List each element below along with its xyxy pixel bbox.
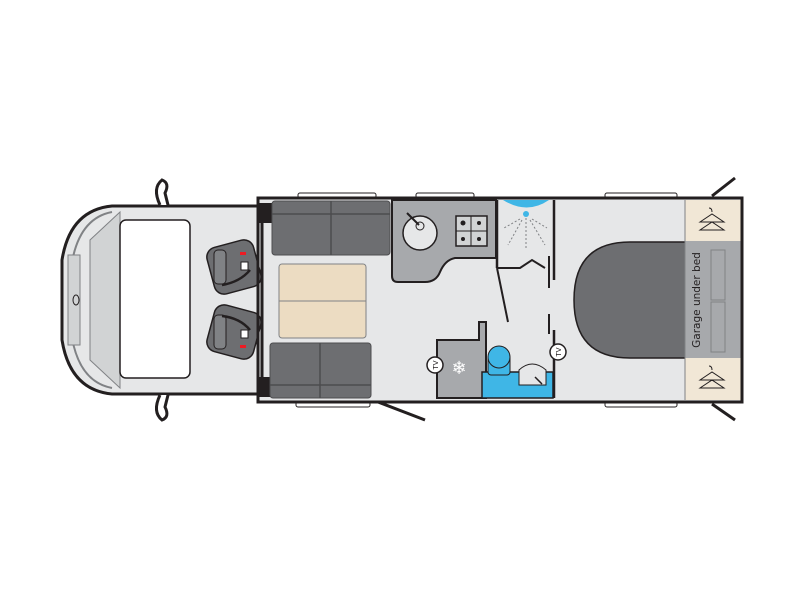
dashboard	[89, 210, 121, 390]
bench-top	[271, 200, 391, 256]
island-bed	[573, 241, 691, 359]
hanger-icon	[698, 365, 726, 389]
snowflake-icon: ❄	[451, 358, 466, 379]
washbasin-icon	[518, 363, 547, 386]
mirror-top	[155, 178, 170, 206]
outer-wall	[256, 196, 744, 404]
wardrobe-top	[685, 200, 741, 241]
bench-bottom	[269, 342, 372, 399]
fridge	[436, 321, 487, 399]
tv-point-washroom: TV	[549, 343, 567, 361]
cab-seat-passenger	[206, 304, 262, 360]
badge	[72, 294, 80, 306]
tv-label: TV	[555, 347, 563, 357]
tv-label: TV	[432, 360, 440, 370]
hob-icon	[455, 215, 488, 247]
garage-label: Garage under bed	[691, 252, 703, 348]
pillar-top	[258, 203, 272, 223]
dining-table	[278, 263, 367, 339]
entrance-door	[377, 400, 426, 422]
garage-storage-upper	[710, 249, 726, 301]
tv-point-fridge: TV	[426, 356, 444, 374]
shower	[498, 200, 553, 269]
sink-icon	[402, 212, 438, 251]
windscreen	[119, 219, 191, 379]
rear-door-line-bottom	[711, 402, 736, 422]
pillar-bottom	[258, 377, 272, 397]
cab-seat-driver	[206, 239, 262, 295]
garage-storage-lower	[710, 301, 726, 353]
washroom-door	[496, 267, 509, 323]
hanger-icon	[698, 207, 726, 231]
grille	[67, 254, 81, 346]
toilet-icon	[487, 345, 511, 376]
wardrobe-bottom	[685, 358, 741, 400]
rear-door-line-top	[711, 176, 736, 198]
mirror-bottom	[155, 394, 170, 422]
